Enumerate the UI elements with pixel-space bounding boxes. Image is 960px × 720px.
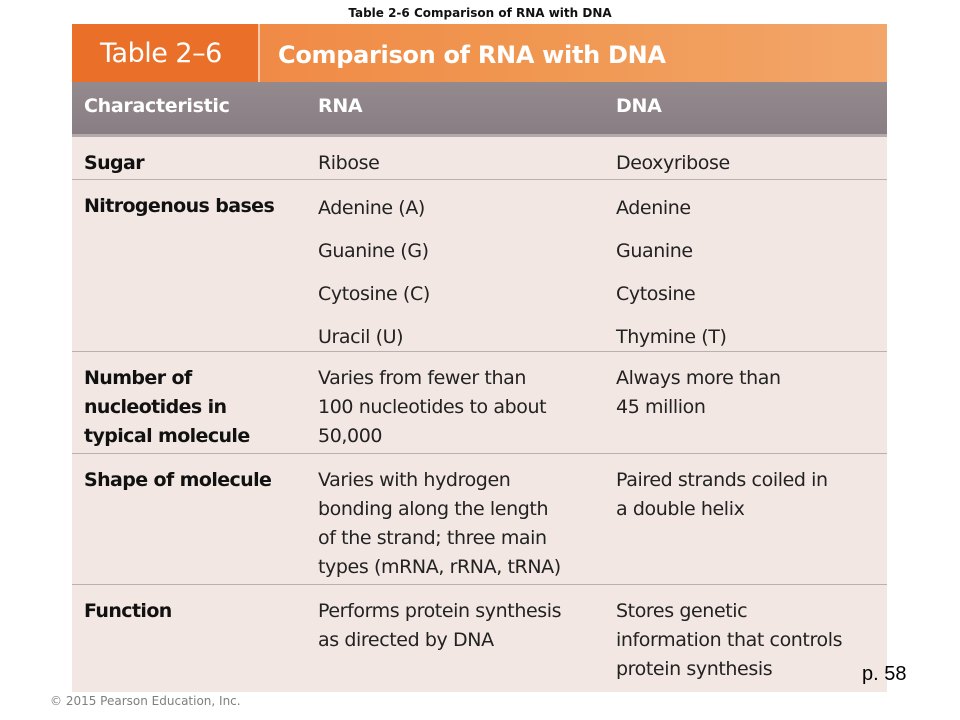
cell-characteristic: Shape of molecule — [84, 466, 304, 495]
cell-line: Shape of molecule — [84, 469, 272, 491]
page-reference: p. 58 — [862, 663, 907, 685]
cell-line: bonding along the length — [318, 498, 549, 520]
cell-line: as directed by DNA — [318, 629, 494, 651]
cell-rna: Adenine (A) Guanine (G) Cytosine (C) Ura… — [318, 187, 608, 359]
slide-title: Table 2-6 Comparison of RNA with DNA — [348, 6, 612, 20]
cell-rna: Performs protein synthesis as directed b… — [318, 597, 608, 655]
table-row-nitrogenous-bases: Nitrogenous bases Adenine (A) Guanine (G… — [72, 180, 887, 352]
cell-characteristic: Nitrogenous bases — [84, 192, 304, 221]
cell-line: 100 nucleotides to about — [318, 396, 547, 418]
cell-dna: Deoxyribose — [616, 149, 886, 178]
copyright-notice: © 2015 Pearson Education, Inc. — [50, 694, 241, 708]
cell-line: types (mRNA, rRNA, tRNA) — [318, 556, 561, 578]
cell-line: Performs protein synthesis — [318, 600, 562, 622]
cell-line: Nitrogenous bases — [84, 195, 275, 217]
cell-line: of the strand; three main — [318, 527, 547, 549]
column-header-rna: RNA — [318, 95, 363, 117]
cell-line: Cytosine (C) — [318, 283, 430, 305]
cell-dna: Paired strands coiled in a double helix — [616, 466, 886, 524]
cell-line: Adenine (A) — [318, 197, 425, 219]
cell-rna: Varies with hydrogen bonding along the l… — [318, 466, 608, 582]
cell-line: Always more than — [616, 367, 781, 389]
cell-rna: Ribose — [318, 149, 608, 178]
table-row-number-of-nucleotides: Number of nucleotides in typical molecul… — [72, 352, 887, 454]
cell-line: Number of — [84, 367, 192, 389]
cell-dna: Stores genetic information that controls… — [616, 597, 886, 684]
cell-line: typical molecule — [84, 425, 250, 447]
cell-dna: Adenine Guanine Cytosine Thymine (T) — [616, 187, 886, 359]
cell-line: Varies with hydrogen — [318, 469, 511, 491]
cell-line: Adenine — [616, 197, 691, 219]
cell-line: Uracil (U) — [318, 326, 404, 348]
column-header-row: Characteristic RNA DNA — [72, 82, 887, 137]
cell-line: Guanine (G) — [318, 240, 429, 262]
cell-line: nucleotides in — [84, 396, 227, 418]
cell-line: protein synthesis — [616, 658, 773, 680]
cell-line: Ribose — [318, 152, 380, 174]
cell-line: Cytosine — [616, 283, 696, 305]
cell-line: Deoxyribose — [616, 152, 730, 174]
cell-line: Function — [84, 600, 172, 622]
cell-line: Paired strands coiled in — [616, 469, 828, 491]
cell-characteristic: Number of nucleotides in typical molecul… — [84, 364, 304, 451]
cell-line: Stores genetic — [616, 600, 748, 622]
comparison-table: Table 2–6 Comparison of RNA with DNA Cha… — [72, 24, 887, 692]
table-number-tab: Table 2–6 — [72, 24, 260, 82]
table-row-function: Function Performs protein synthesis as d… — [72, 585, 887, 692]
table-row-sugar: Sugar Ribose Deoxyribose — [72, 137, 887, 180]
table-row-shape-of-molecule: Shape of molecule Varies with hydrogen b… — [72, 454, 887, 585]
cell-line: Sugar — [84, 152, 145, 174]
cell-line: Guanine — [616, 240, 693, 262]
cell-line: 45 million — [616, 396, 706, 418]
cell-characteristic: Function — [84, 597, 304, 626]
cell-line: Thymine (T) — [616, 326, 727, 348]
table-header-band: Table 2–6 Comparison of RNA with DNA — [72, 24, 887, 82]
cell-dna: Always more than 45 million — [616, 364, 886, 422]
cell-line: information that controls — [616, 629, 843, 651]
column-header-characteristic: Characteristic — [84, 95, 230, 117]
cell-line: Varies from fewer than — [318, 367, 526, 389]
table-number-label: Table 2–6 — [100, 38, 222, 69]
cell-line: 50,000 — [318, 425, 383, 447]
column-header-dna: DNA — [616, 95, 662, 117]
table-title: Comparison of RNA with DNA — [278, 41, 666, 69]
cell-line: a double helix — [616, 498, 745, 520]
cell-characteristic: Sugar — [84, 149, 304, 178]
cell-rna: Varies from fewer than 100 nucleotides t… — [318, 364, 608, 451]
